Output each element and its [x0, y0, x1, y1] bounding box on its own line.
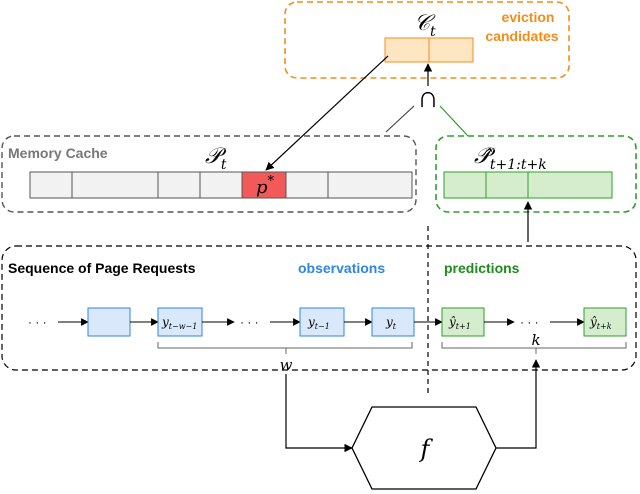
eviction-cell-2 [428, 37, 474, 63]
eviction-cell-1 [384, 37, 430, 63]
predicted-cell-1 [443, 171, 487, 199]
predictions-label: predictions [444, 260, 520, 276]
w-label: w [280, 356, 293, 374]
pred-label-t-plus-k: ŷt+k [589, 315, 612, 331]
obs-cell-window-start [157, 307, 203, 337]
ellipsis-mid: · · · [240, 315, 259, 329]
eviction-set-symbol: 𝒞t [414, 11, 436, 40]
pred-label-t-plus-1: ŷt+1 [448, 315, 471, 331]
memory-cell [29, 171, 73, 199]
predicted-set-symbol: 𝒫̂t+1:t+k [474, 144, 547, 173]
memory-cells [29, 171, 413, 199]
observations-label: observations [298, 260, 385, 276]
memory-to-intersection-line [385, 105, 415, 133]
memory-cell [199, 171, 243, 199]
memory-cell [157, 171, 201, 199]
window-to-model-arrow [285, 374, 353, 453]
memory-cache-label: Memory Cache [8, 145, 108, 161]
obs-cell-blank [87, 307, 131, 337]
ellipsis-right: · · · [520, 315, 539, 329]
obs-cell-t-minus-1 [299, 307, 345, 337]
sequence-box [1, 245, 637, 371]
memory-cell [285, 171, 329, 199]
eviction-label-line2: candidates [485, 28, 558, 44]
model-to-horizon-arrow [496, 359, 541, 449]
k-label: k [531, 331, 540, 349]
obs-label-window-start: yt−w−1 [161, 315, 197, 331]
window-bracket [157, 342, 413, 349]
eviction-to-pstar-arrow [265, 55, 389, 171]
memory-cache-box [1, 135, 417, 213]
memory-cell [327, 171, 413, 199]
predicted-cell-3 [527, 171, 613, 199]
pred-cell-t-plus-1 [441, 307, 485, 337]
obs-label-t-minus-1: yt−1 [307, 315, 330, 331]
ellipsis-left: · · · [28, 315, 47, 329]
pstar-label: p* [256, 174, 275, 198]
memory-cell [71, 171, 159, 199]
obs-label-t: yt [385, 315, 397, 331]
predicted-cell-2 [485, 171, 529, 199]
sequence-label: Sequence of Page Requests [8, 260, 196, 276]
eviction-candidates-box [284, 1, 570, 79]
predicted-set-box [435, 135, 637, 213]
intersection-symbol: ∩ [417, 81, 439, 114]
prediction-to-intersection-line [439, 105, 469, 137]
pred-cell-t-plus-k [583, 307, 627, 337]
horizon-bracket [441, 342, 627, 349]
eviction-label-line1: eviction [502, 9, 555, 25]
memory-set-symbol: 𝒫t [205, 144, 227, 173]
